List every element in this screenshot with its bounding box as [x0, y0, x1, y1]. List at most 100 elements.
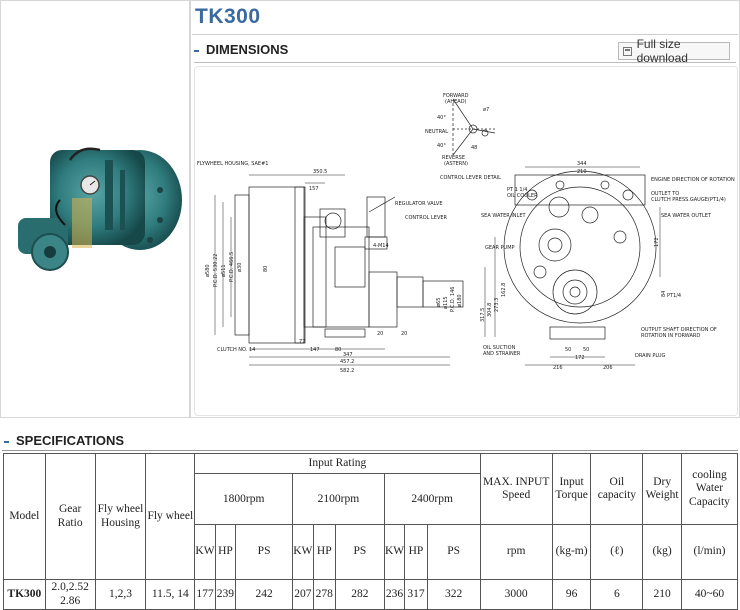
- dim-80v: 80: [263, 266, 269, 272]
- dim-511: ø511: [221, 264, 227, 277]
- cell-gear-ratio: 2.0,2.52 2.86: [44, 579, 96, 610]
- output-shaft-label: OUTPUT SHAFT DIRECTION OF: [641, 327, 717, 333]
- flywheel-housing-label: FLYWHEEL HOUSING, SAE#1: [197, 161, 268, 167]
- unit-ps-2400: PS: [426, 524, 481, 580]
- download-label: Full size download: [636, 37, 688, 65]
- dimensions-drawing: FORWARD (AHEAD) NEUTRAL REVERSE (ASTERN)…: [194, 66, 738, 416]
- regulator-valve-label: REGULATOR VALVE: [395, 201, 443, 207]
- ahead-label: (AHEAD): [445, 99, 467, 105]
- cell-max-rpm: 3000: [479, 579, 553, 610]
- dim-344: 344: [577, 161, 587, 167]
- col-fly-wheel-header: Fly wheel: [145, 453, 196, 580]
- m14-label: 4-M14: [373, 243, 389, 249]
- dim-pcd530: P.C.D. 530.22: [213, 254, 219, 287]
- neutral-label: NEUTRAL: [425, 129, 448, 135]
- unit-torque: (kg-m): [551, 524, 592, 580]
- specifications-table: Model Gear Ratio Fly wheel Housing Fly w…: [3, 452, 739, 610]
- unit-hp-2400: HP: [404, 524, 428, 580]
- dim-30: ø30: [237, 263, 243, 272]
- cell-torque: 96: [551, 579, 592, 610]
- col-input-rating-header: Input Rating: [194, 452, 481, 475]
- col-dry-weight-header: Dry Weight: [642, 453, 682, 525]
- title-divider: [192, 34, 738, 35]
- table-row: TK300 2.0,2.52 2.86 1,2,3 11.5, 14 177 2…: [3, 579, 739, 610]
- col-cooling-header: cooling Water Capacity: [680, 453, 739, 525]
- oil-suction-label: OIL SUCTION: [483, 345, 516, 351]
- dim-pcd466: P.C.D. 466.5: [229, 252, 235, 282]
- dimensions-bullet-icon: [194, 50, 199, 52]
- sea-water-inlet-label: SEA WATER INLET: [481, 213, 526, 219]
- sea-water-outlet-label: SEA WATER OUTLET: [661, 213, 712, 219]
- pt-cooler-label: PT 1 1/4: [507, 187, 527, 193]
- astern-label: (ASTERN): [444, 161, 468, 167]
- dimensions-heading: DIMENSIONS: [206, 42, 289, 57]
- dimensions-divider: [194, 62, 736, 63]
- specifications-divider: [2, 450, 738, 451]
- dim-180: ø180: [457, 294, 463, 307]
- rpm-2400-header: 2400rpm: [383, 473, 481, 525]
- rotation-forward-label: ROTATION IN FORWARD: [641, 333, 700, 339]
- dim-172b: 172: [575, 355, 585, 361]
- cell-ps-2400: 322: [426, 579, 481, 610]
- unit-weight: (kg): [642, 524, 682, 580]
- gearbox-photo: [18, 147, 182, 271]
- cell-hp-2100: 278: [312, 579, 336, 610]
- forward-label: FORWARD: [443, 93, 469, 99]
- oil-cooler-label: OIL COOLER: [507, 193, 538, 199]
- dim-162: 162.8: [501, 283, 507, 297]
- dim-210: 210: [577, 169, 587, 175]
- rpm-1800-header: 1800rpm: [194, 473, 294, 525]
- clutch-label: CLUTCH NO. 14: [217, 347, 255, 353]
- cell-water: 40~60: [680, 579, 739, 610]
- dim-77: 77: [299, 339, 305, 345]
- dim-20b: 20: [401, 331, 407, 337]
- dim-147: 147: [310, 347, 320, 353]
- r48-label: 48: [471, 145, 477, 151]
- dim-580: ø580: [205, 264, 211, 277]
- dim-304: 304.8: [487, 303, 493, 317]
- cell-model: TK300: [3, 579, 46, 610]
- unit-hp-2100: HP: [312, 524, 336, 580]
- reverse-label: REVERSE: [442, 155, 465, 161]
- engine-rotation-label: ENGINE DIRECTION OF ROTATION: [651, 177, 735, 183]
- unit-kw-1800: KW: [194, 524, 216, 580]
- dim-50b: 50: [583, 347, 589, 353]
- col-oil-capacity-header: Oil capacity: [590, 453, 644, 525]
- cell-weight: 210: [642, 579, 682, 610]
- gear-pump-label: GEAR PUMP: [485, 245, 515, 251]
- cell-hp-1800: 239: [214, 579, 237, 610]
- cell-fly-wheel: 11.5, 14: [145, 579, 196, 610]
- col-fly-housing-header: Fly wheel Housing: [94, 453, 147, 580]
- dim-172: 172: [654, 237, 660, 247]
- unit-ps-1800: PS: [235, 524, 294, 580]
- unit-kw-2400: KW: [383, 524, 406, 580]
- unit-oil: (ℓ): [590, 524, 644, 580]
- col-model-header: Model: [3, 453, 46, 580]
- cell-kw-2400: 236: [383, 579, 406, 610]
- unit-kw-2100: KW: [292, 524, 314, 580]
- dim-65: ø65: [436, 298, 442, 307]
- cell-kw-2100: 207: [292, 579, 314, 610]
- full-size-download-button[interactable]: Full size download: [618, 37, 730, 65]
- unit-rpm: rpm: [479, 524, 553, 580]
- dim-350: 350.5: [313, 169, 327, 175]
- download-icon: [623, 46, 632, 56]
- strainer-label: AND STRAINER: [483, 351, 521, 357]
- unit-ps-2100: PS: [334, 524, 385, 580]
- unit-hp-1800: HP: [214, 524, 237, 580]
- dim-84: 84: [661, 291, 667, 297]
- dim-317: 317.5: [480, 308, 486, 322]
- col-input-torque-header: Input Torque: [551, 453, 592, 525]
- dim-157: 157: [309, 186, 319, 192]
- dim-pcd146: P.C.D. 146: [450, 287, 456, 312]
- col-max-input-header: MAX. INPUT Speed: [479, 453, 553, 525]
- cell-ps-2100: 282: [334, 579, 385, 610]
- dim-216: 216: [553, 365, 563, 371]
- dim-457: 457.2: [340, 359, 354, 365]
- outlet-clutch-label: OUTLET TO: [651, 191, 679, 197]
- cell-fly-housing: 1,2,3: [94, 579, 147, 610]
- dim-347: 347: [343, 352, 353, 358]
- dim-115: ø115: [443, 296, 449, 309]
- pt14-label: PT1/4: [667, 293, 681, 299]
- dim-80: 80: [335, 347, 341, 353]
